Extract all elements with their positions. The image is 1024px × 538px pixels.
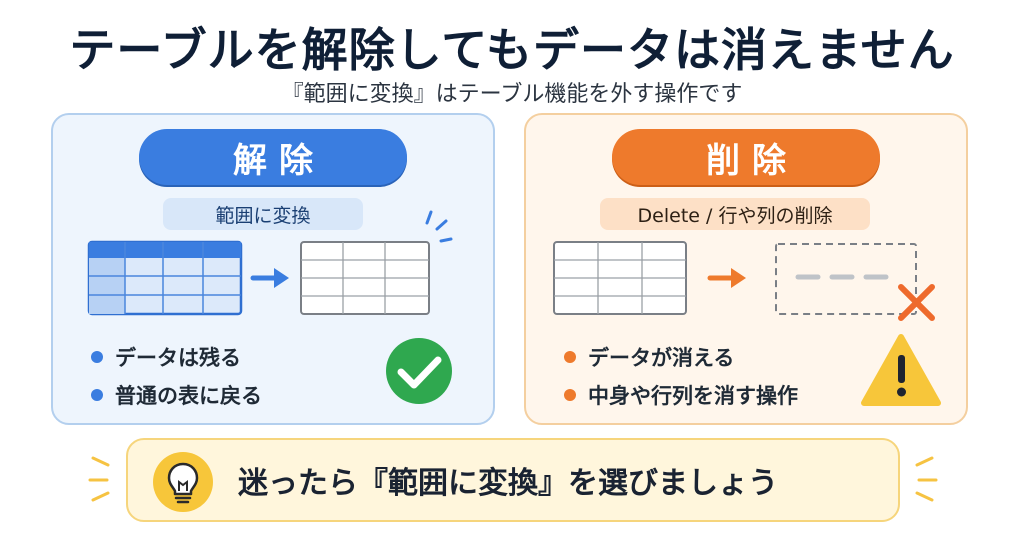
warning-triangle-icon xyxy=(861,334,941,406)
delete-card: 削除 Delete / 行や列の削除 xyxy=(524,113,968,425)
delete-heading: 削除 xyxy=(612,129,880,185)
delete-diagram xyxy=(553,241,941,406)
bullet-dot xyxy=(564,351,576,363)
list-item: 中身や行列を消す操作 xyxy=(564,377,798,413)
bullet-dot xyxy=(91,351,103,363)
empty-range-icon xyxy=(775,243,917,315)
check-circle-icon xyxy=(386,338,452,404)
page-title: テーブルを解除してもデータは消えません xyxy=(69,23,955,77)
tip-banner: 迷ったら『範囲に変換』を選びましょう xyxy=(126,438,900,522)
plain-table-icon xyxy=(553,241,687,315)
delete-rows-columns-tag: Delete / 行や列の削除 xyxy=(600,198,870,230)
arrow-right-icon xyxy=(707,268,746,288)
lightbulb-icon xyxy=(153,452,213,512)
tip-text: 迷ったら『範囲に変換』を選びましょう xyxy=(238,466,778,501)
close-icon xyxy=(898,284,935,321)
page-subtitle: 『範囲に変換』はテーブル機能を外す操作です xyxy=(281,82,743,107)
arrow-right-icon xyxy=(250,268,289,288)
bullet-dot xyxy=(91,389,103,401)
unlink-card: 解除 範囲に変換 xyxy=(51,113,495,425)
delete-bullets: データが消える 中身や行列を消す操作 xyxy=(564,339,798,415)
styled-table-icon xyxy=(87,240,243,316)
plain-range-icon xyxy=(300,241,430,315)
unlink-heading: 解除 xyxy=(139,129,407,185)
bullet-dot xyxy=(564,389,576,401)
list-item: データが消える xyxy=(564,339,798,375)
unlink-bullets: データは残る 普通の表に戻る xyxy=(91,339,262,415)
spark-lines xyxy=(425,210,453,243)
convert-diagram xyxy=(87,210,453,404)
list-item: 普通の表に戻る xyxy=(91,377,262,413)
list-item: データは残る xyxy=(91,339,262,375)
convert-to-range-tag: 範囲に変換 xyxy=(163,198,363,230)
